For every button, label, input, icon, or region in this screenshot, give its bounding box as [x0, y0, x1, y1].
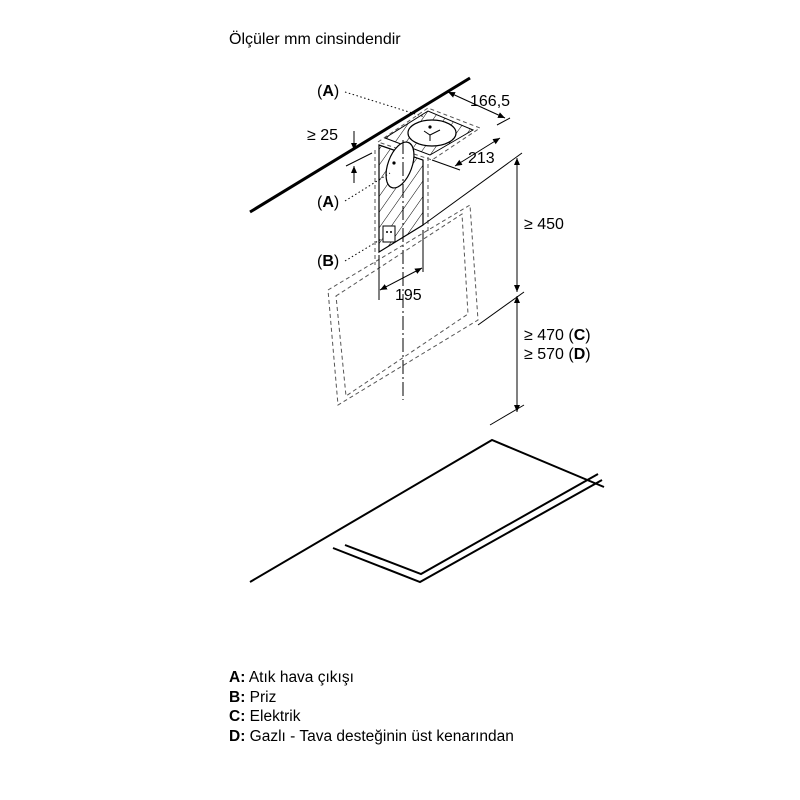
dim-depth-label: 213: [468, 150, 495, 167]
callout-b: (B): [317, 253, 339, 270]
dim-depth-extension: [431, 159, 461, 171]
dim-min-gap-extension: [345, 152, 373, 167]
legend: A: Atık hava çıkışı B: Priz C: Elektrik …: [229, 668, 514, 746]
legend-key: A:: [229, 669, 246, 686]
wall-line: [249, 76, 471, 214]
dim-min-gap-label: ≥ 25: [307, 127, 338, 144]
dim-width-extension: [496, 117, 511, 126]
socket-icon: [382, 225, 396, 243]
exhaust-opening-side: [385, 141, 415, 189]
dim-front-width-label: 195: [395, 287, 422, 304]
callout-a-side: (A): [317, 194, 339, 211]
legend-item-a: A: Atık hava çıkışı: [229, 668, 514, 688]
exhaust-top-symbol: [423, 129, 441, 141]
dim-height-extension-bottom: [489, 404, 525, 426]
legend-text: Atık hava çıkışı: [248, 669, 354, 686]
legend-text: Gazlı - Tava desteğinin üst kenarından: [249, 727, 514, 745]
units-note: Ölçüler mm cinsindendir: [229, 31, 401, 48]
legend-text: Priz: [249, 688, 277, 706]
legend-text: Elektrik: [249, 708, 301, 725]
callout-a-top: (A): [317, 83, 339, 100]
socket-pin: [386, 231, 388, 233]
dim-front-width-arrow: [379, 267, 423, 291]
exhaust-side-mark: [392, 161, 396, 165]
dim-height-extension-top: [422, 152, 523, 226]
dim-width-arrow: [447, 91, 506, 119]
cooktop-edge-inner: [344, 473, 599, 576]
dim-width-label: 166,5: [470, 93, 510, 110]
exhaust-top-mark: [428, 125, 432, 129]
callout-a-side-leader: [344, 172, 391, 202]
legend-key: C:: [229, 708, 246, 725]
socket-pin: [390, 231, 392, 233]
legend-key: D:: [229, 727, 246, 745]
dim-electric-label: ≥ 470 (C): [524, 327, 591, 344]
exhaust-opening-top: [407, 119, 457, 147]
legend-item-c: C: Elektrik: [229, 707, 514, 727]
hood-outline: [327, 204, 479, 406]
dim-depth-arrow: [454, 137, 501, 167]
hood-outline-inner: [335, 213, 469, 397]
legend-item-b: B: Priz: [229, 688, 514, 708]
callout-b-leader: [344, 237, 384, 262]
dim-height-label: ≥ 450: [524, 216, 564, 233]
cooktop: [249, 438, 605, 583]
dim-gas-label: ≥ 570 (D): [524, 346, 591, 363]
legend-key: B:: [229, 688, 246, 706]
cooktop-edge-outer: [332, 479, 603, 584]
legend-item-d: D: Gazlı - Tava desteğinin üst kenarında…: [229, 727, 514, 747]
